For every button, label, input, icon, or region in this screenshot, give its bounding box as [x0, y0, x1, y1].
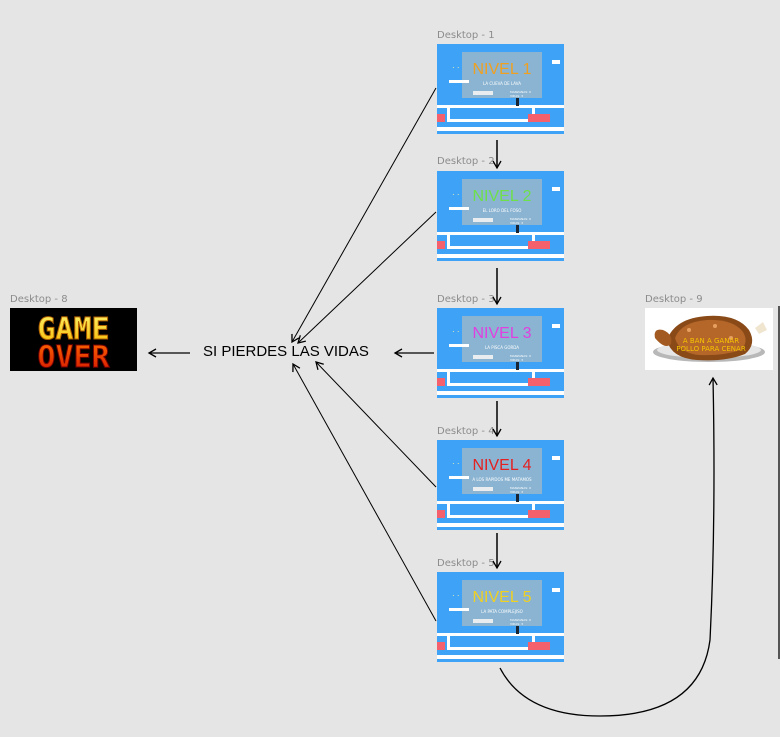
pollo-caption: A BAN A GANAR POLLO PARA CENAR — [676, 337, 746, 353]
ground-line — [437, 391, 564, 395]
post — [516, 98, 519, 106]
post — [516, 225, 519, 233]
level-title: NIVEL 4 — [472, 457, 532, 474]
paddle — [552, 588, 560, 592]
level-frame-5[interactable]: · · NIVEL 5 LA PATA COMPLEJISO MANZANAS:… — [437, 572, 564, 662]
lava-block — [528, 378, 550, 386]
sparkle-icon: · · — [452, 63, 460, 72]
level-subtitle: LA CUEVA DE LAVA — [483, 81, 521, 86]
post — [516, 494, 519, 502]
progress-bar — [473, 487, 493, 491]
platform-line — [437, 232, 564, 235]
pollo-frame[interactable]: A BAN A GANAR POLLO PARA CENAR — [645, 308, 773, 370]
progress-bar — [473, 619, 493, 623]
platform-line — [437, 633, 564, 636]
canvas-edge — [778, 306, 780, 659]
level-subtitle: A LOS RAPIDOS ME MATAMOS — [472, 477, 532, 482]
gameover-frame[interactable]: GAME OVER — [10, 308, 137, 376]
arrow-level4-to-lose — [315, 361, 437, 488]
arrow-level1-to-lose — [291, 87, 437, 344]
paddle — [449, 476, 469, 479]
level-frame-1[interactable]: · · NIVEL 1 LA CUEVA DE LAVA MANZANAS: 0… — [437, 44, 564, 134]
lava-block — [437, 241, 445, 249]
ground-line — [437, 254, 564, 258]
progress-bar — [473, 91, 493, 95]
lava-block — [528, 114, 550, 122]
progress-bar — [473, 355, 493, 359]
level-frame-4[interactable]: · · NIVEL 4 A LOS RAPIDOS ME MATAMOS MAN… — [437, 440, 564, 530]
platform-line — [437, 105, 564, 108]
level-title: NIVEL 5 — [472, 589, 532, 606]
ground-line — [437, 523, 564, 527]
paddle — [449, 207, 469, 210]
lava-block — [437, 510, 445, 518]
sparkle-icon: · · — [452, 459, 460, 468]
level-title: NIVEL 2 — [472, 188, 532, 205]
paddle — [552, 324, 560, 328]
level-title: NIVEL 1 — [472, 61, 532, 78]
frame-label-desktop-2: Desktop - 2 — [437, 156, 495, 167]
paddle — [449, 344, 469, 347]
roast-chicken-icon — [653, 315, 767, 362]
frame-label-desktop-5: Desktop - 5 — [437, 558, 495, 569]
platform-line — [437, 369, 564, 372]
paddle — [552, 60, 560, 64]
lava-block — [437, 378, 445, 386]
lava-block — [528, 642, 550, 650]
arrow-level5-to-pollo — [499, 376, 718, 717]
lava-block — [437, 114, 445, 122]
level-subtitle: LA PATA COMPLEJISO — [481, 609, 523, 614]
level-subtitle: EL LORO DEL FOSO — [482, 208, 522, 213]
level-title: NIVEL 3 — [472, 325, 532, 342]
ground-line — [437, 655, 564, 659]
lava-block — [528, 510, 550, 518]
level-subtitle: LA PISCA GORDA — [484, 345, 520, 350]
gameover-line2: OVER — [37, 340, 110, 371]
frame-label-desktop-4: Desktop - 4 — [437, 426, 495, 437]
post — [516, 362, 519, 370]
frame-label-desktop-3: Desktop - 3 — [437, 294, 495, 305]
lava-block — [528, 241, 550, 249]
level-frame-2[interactable]: · · NIVEL 2 EL LORO DEL FOSO MANZANAS: 0… — [437, 171, 564, 261]
paddle — [552, 187, 560, 191]
gameover-line1: GAME — [37, 312, 109, 347]
post — [516, 626, 519, 634]
platform-line — [437, 501, 564, 504]
paddle — [449, 608, 469, 611]
progress-bar — [473, 218, 493, 222]
gameover-logo: GAME OVER — [37, 312, 111, 376]
lose-lives-label: SI PIERDES LAS VIDAS — [203, 343, 369, 360]
sparkle-icon: · · — [452, 190, 460, 199]
paddle — [449, 80, 469, 83]
sparkle-icon: · · — [452, 327, 460, 336]
title-panel: NIVEL 4 A LOS RAPIDOS ME MATAMOS MANZANA… — [462, 448, 542, 494]
frame-label-desktop-9: Desktop - 9 — [645, 294, 703, 305]
frame-label-desktop-1: Desktop - 1 — [437, 30, 495, 41]
frame-label-desktop-8: Desktop - 8 — [10, 294, 68, 305]
arrow-level2-to-lose — [297, 211, 437, 344]
lava-block — [437, 642, 445, 650]
sparkle-icon: · · — [452, 591, 460, 600]
arrow-level5-to-lose — [292, 362, 437, 622]
ground-line — [437, 127, 564, 131]
paddle — [552, 456, 560, 460]
